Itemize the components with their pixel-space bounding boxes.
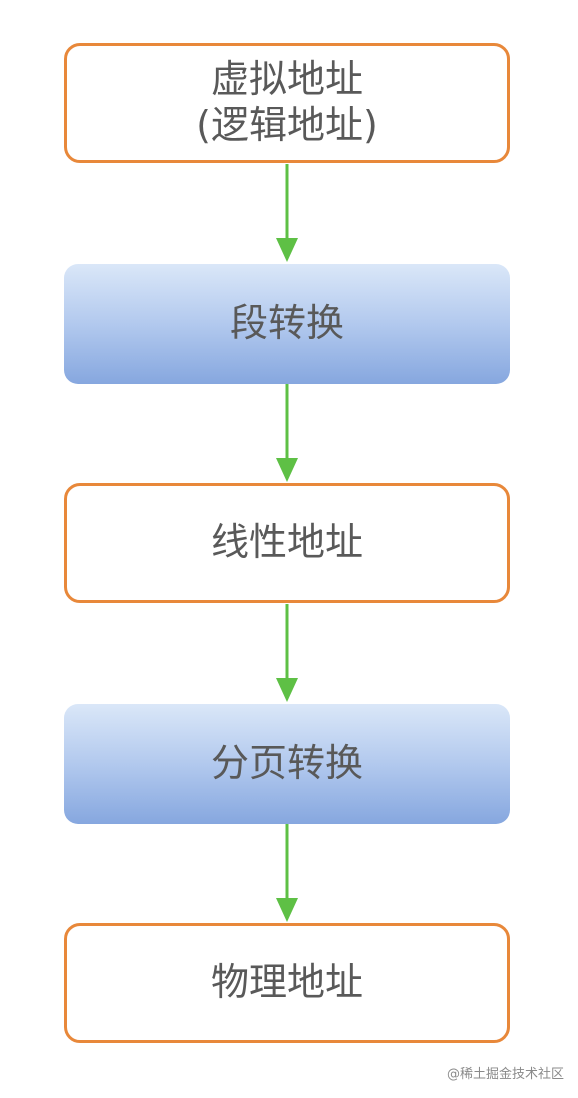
virtual-address-box: 虚拟地址 (逻辑地址) <box>64 43 510 163</box>
linear-address-label: 线性地址 <box>210 520 363 565</box>
segment-translation-label: 段转换 <box>229 301 344 346</box>
physical-address-box: 物理地址 <box>64 923 510 1043</box>
arrow-virtual-to-segment <box>276 164 298 262</box>
arrow-linear-to-page <box>276 604 298 702</box>
page-translation-box: 分页转换 <box>64 704 510 824</box>
logical-address-label: (逻辑地址) <box>196 103 378 147</box>
arrow-segment-to-linear <box>276 384 298 482</box>
virtual-address-label: 虚拟地址 <box>210 57 363 102</box>
page-translation-label: 分页转换 <box>210 741 363 786</box>
watermark: @稀土掘金技术社区 <box>446 1067 564 1082</box>
physical-address-label: 物理地址 <box>210 960 363 1005</box>
linear-address-box: 线性地址 <box>64 483 510 603</box>
segment-translation-box: 段转换 <box>64 264 510 384</box>
arrow-page-to-physical <box>276 824 298 922</box>
